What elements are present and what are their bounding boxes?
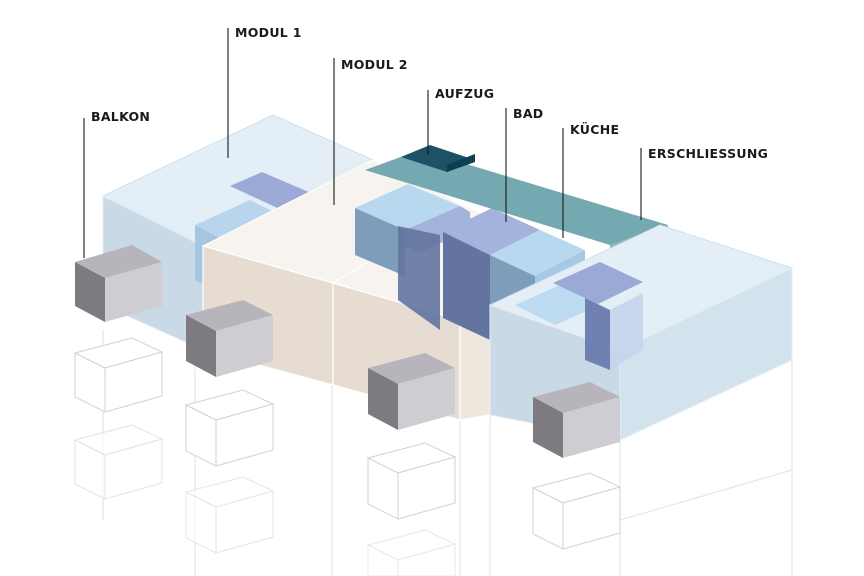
label-erschliessung: ERSCHLIESSUNG [648,146,768,161]
ghost-balcony-5 [73,424,164,500]
label-bad: BAD [513,106,543,121]
aufzug-block [401,145,475,172]
ghost-balcony-1 [73,337,164,413]
balkon-box-3 [368,353,455,430]
balkon-box-4 [533,382,620,458]
lower-floors-ghost [73,330,793,576]
leader-lines [83,28,642,258]
label-modul-1: MODUL 1 [235,25,302,40]
ghost-balcony-6 [184,476,275,554]
balkon-box-1 [75,245,162,322]
bad-block [443,208,540,340]
label-kueche: KÜCHE [570,122,619,137]
label-modul-2: MODUL 2 [341,57,408,72]
labels: BALKON MODUL 1 MODUL 2 AUFZUG BAD KÜCHE … [91,25,768,161]
label-aufzug: AUFZUG [435,86,494,101]
ghost-balcony-4 [531,472,622,550]
ghost-balcony-2 [184,389,275,467]
ghost-balcony-3 [366,442,457,520]
balkon-box-2 [186,300,273,377]
ghost-balcony-7 [366,529,457,576]
label-balkon: BALKON [91,109,150,124]
